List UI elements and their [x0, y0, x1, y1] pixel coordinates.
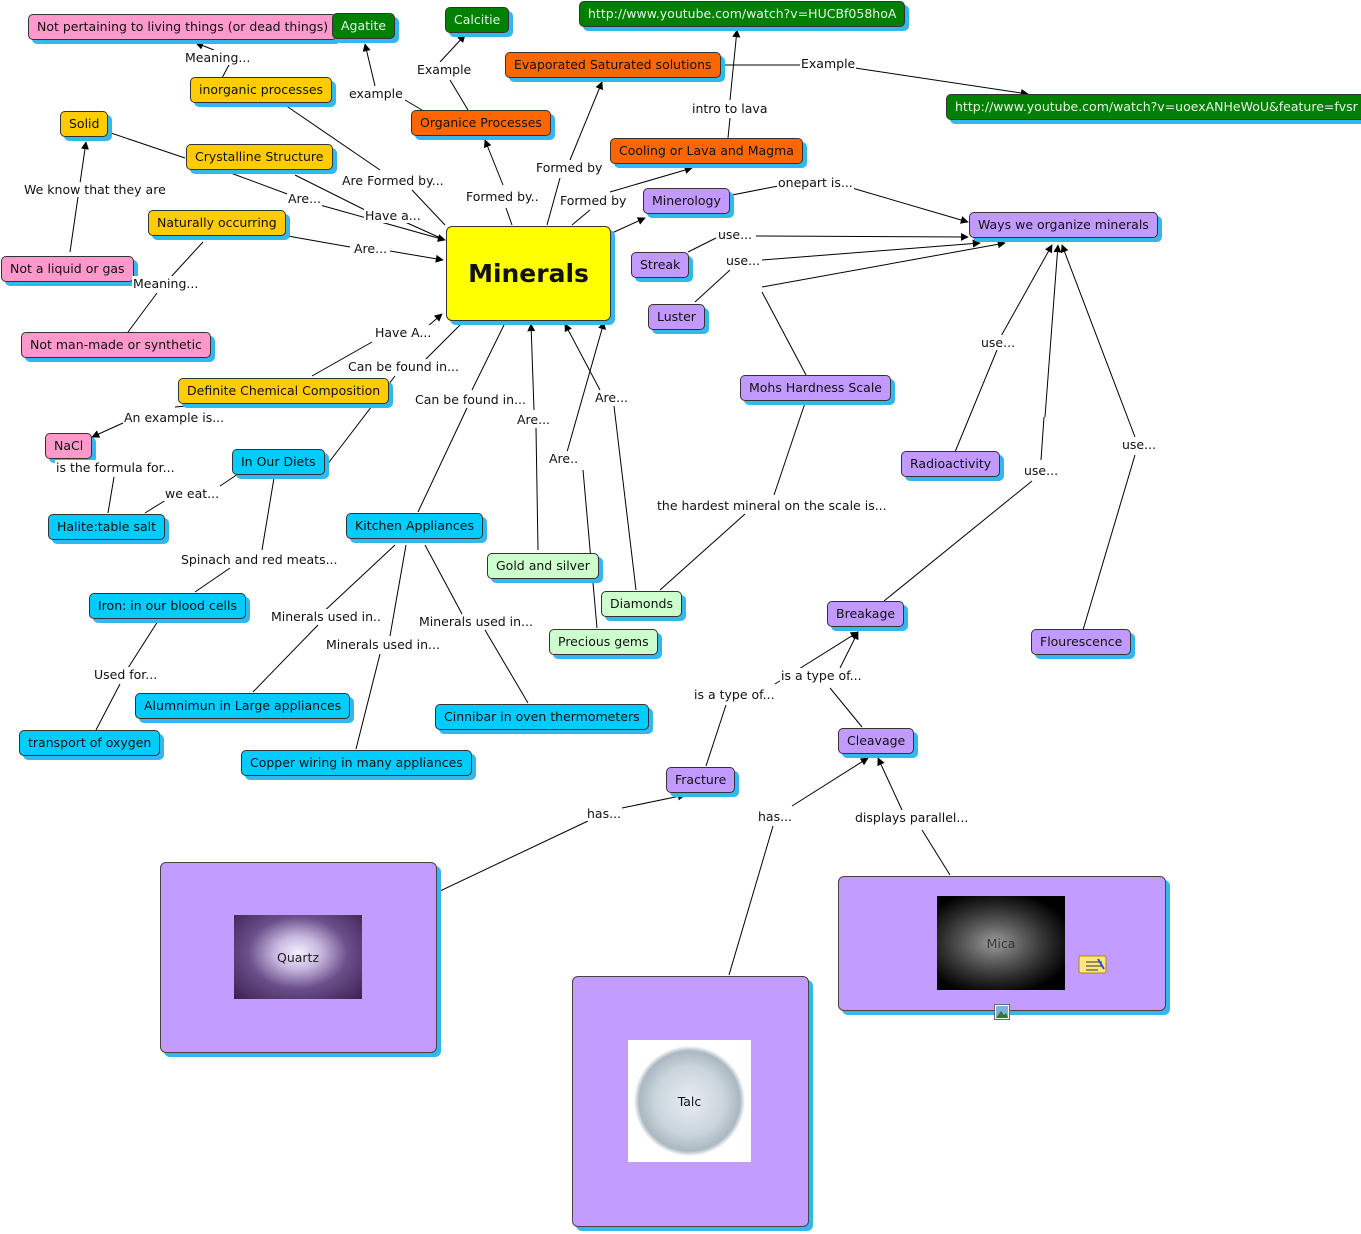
label-spinach-and-red-meats: Spinach and red meats... — [180, 552, 339, 567]
node-kitchen-appliances[interactable]: Kitchen Appliances — [346, 513, 483, 539]
node-ways-we-organize-minerals[interactable]: Ways we organize minerals — [969, 212, 1158, 238]
label-minerals-used-in: Minerals used in... — [418, 614, 534, 629]
label-use: use... — [725, 253, 762, 268]
image-node-mica[interactable]: Mica — [838, 876, 1166, 1011]
node-cinnibar-oven-thermometers[interactable]: Cinnibar in oven thermometers — [435, 704, 649, 730]
label-displays-parallel: displays parallel... — [854, 810, 970, 825]
node-precious-gems[interactable]: Precious gems — [549, 629, 658, 655]
node-radioactivity[interactable]: Radioactivity — [901, 451, 1001, 477]
label-have-a: Have a... — [364, 208, 422, 223]
node-streak[interactable]: Streak — [631, 252, 690, 278]
label-use: use... — [980, 335, 1017, 350]
node-fracture[interactable]: Fracture — [666, 767, 736, 793]
label-we-know-that-they-are: We know that they are — [23, 182, 167, 197]
node-definite-chemical-composition[interactable]: Definite Chemical Composition — [178, 378, 390, 404]
label-are: Are... — [287, 191, 323, 206]
node-agatite[interactable]: Agatite — [332, 13, 396, 39]
node-calcitie[interactable]: Calcitie — [445, 7, 510, 33]
label-formed-by: Formed by.. — [465, 189, 540, 204]
label-example: Example — [416, 62, 473, 77]
label-are: Are... — [353, 241, 389, 256]
label-minerals-used-in: Minerals used in.. — [270, 609, 383, 624]
mica-caption: Mica — [986, 935, 1016, 951]
node-in-our-diets[interactable]: In Our Diets — [232, 449, 325, 475]
label-an-example-is: An example is... — [123, 410, 226, 425]
node-breakage[interactable]: Breakage — [827, 601, 905, 627]
node-not-a-liquid-or-gas[interactable]: Not a liquid or gas — [1, 256, 134, 282]
label-minerals-used-in: Minerals used in... — [325, 637, 441, 652]
label-meaning: Meaning... — [184, 50, 252, 65]
node-transport-of-oxygen[interactable]: transport of oxygen — [19, 730, 161, 756]
label-onepart-is: onepart is... — [777, 175, 854, 190]
label-meaning: Meaning... — [132, 276, 200, 291]
label-is-the-formula-for: is the formula for... — [55, 460, 176, 475]
label-used-for: Used for... — [93, 667, 159, 682]
node-flourescence[interactable]: Flourescence — [1031, 629, 1132, 655]
node-luster[interactable]: Luster — [648, 304, 705, 330]
node-not-man-made[interactable]: Not man-made or synthetic — [21, 332, 211, 358]
label-is-a-type-of: is a type of... — [693, 687, 776, 702]
node-youtube-link-1[interactable]: http://www.youtube.com/watch?v=HUCBf058h… — [579, 1, 906, 27]
node-cooling-lava-magma[interactable]: Cooling or Lava and Magma — [610, 138, 803, 164]
label-use: use... — [717, 227, 754, 242]
annotation-note-icon[interactable] — [1078, 955, 1108, 975]
label-has: has... — [586, 806, 623, 821]
image-node-talc[interactable]: Talc — [572, 976, 809, 1227]
node-aluminum-large-appliances[interactable]: Alumnimun in Large appliances — [135, 693, 351, 719]
label-can-be-found-in: Can be found in... — [347, 359, 460, 374]
node-halite-table-salt[interactable]: Halite:table salt — [48, 514, 165, 540]
node-inorganic-processes[interactable]: inorganic processes — [190, 77, 333, 103]
node-mohs-hardness-scale[interactable]: Mohs Hardness Scale — [740, 375, 891, 401]
label-we-eat: we eat... — [164, 486, 221, 501]
label-example: Example — [800, 56, 857, 71]
node-naturally-occurring[interactable]: Naturally occurring — [148, 210, 286, 236]
label-are: Are... — [594, 390, 630, 405]
node-copper-wiring[interactable]: Copper wiring in many appliances — [241, 750, 472, 776]
node-crystalline-structure[interactable]: Crystalline Structure — [186, 144, 333, 170]
label-are-formed-by: Are Formed by... — [341, 173, 445, 188]
node-cleavage[interactable]: Cleavage — [838, 728, 915, 754]
label-formed-by: Formed by — [559, 193, 628, 208]
label-is-a-type-of: is a type of... — [780, 668, 863, 683]
label-are: Are... — [516, 412, 552, 427]
node-solid[interactable]: Solid — [60, 111, 109, 137]
image-node-quartz[interactable]: Quartz — [160, 862, 437, 1053]
label-have-a: Have A... — [374, 325, 433, 340]
mica-image: Mica — [937, 896, 1065, 990]
node-nacl[interactable]: NaCl — [45, 433, 93, 459]
talc-image: Talc — [628, 1040, 751, 1162]
node-minerology[interactable]: Minerology — [643, 188, 730, 214]
image-resource-icon[interactable] — [994, 1004, 1010, 1020]
node-minerals-center[interactable]: Minerals — [446, 226, 611, 321]
label-use: use... — [1121, 437, 1158, 452]
node-organice-processes[interactable]: Organice Processes — [411, 110, 551, 136]
quartz-image: Quartz — [234, 915, 362, 999]
label-can-be-found-in: Can be found in... — [414, 392, 527, 407]
label-example: example — [348, 86, 404, 101]
label-intro-to-lava: intro to lava — [691, 101, 769, 116]
label-has: has... — [757, 809, 794, 824]
node-youtube-link-2[interactable]: http://www.youtube.com/watch?v=uoexANHeW… — [946, 94, 1361, 120]
talc-caption: Talc — [677, 1093, 702, 1109]
label-formed-by: Formed by — [535, 160, 604, 175]
node-diamonds[interactable]: Diamonds — [601, 591, 682, 617]
label-are: Are.. — [548, 451, 580, 466]
label-use: use... — [1023, 463, 1060, 478]
node-not-pertaining-to-living-things[interactable]: Not pertaining to living things (or dead… — [28, 14, 338, 40]
node-iron-blood-cells[interactable]: Iron: in our blood cells — [89, 593, 246, 619]
node-gold-and-silver[interactable]: Gold and silver — [487, 553, 599, 579]
quartz-caption: Quartz — [276, 949, 320, 965]
node-evaporated-saturated-solutions[interactable]: Evaporated Saturated solutions — [505, 52, 721, 78]
label-hardest-mineral: the hardest mineral on the scale is... — [656, 498, 888, 513]
